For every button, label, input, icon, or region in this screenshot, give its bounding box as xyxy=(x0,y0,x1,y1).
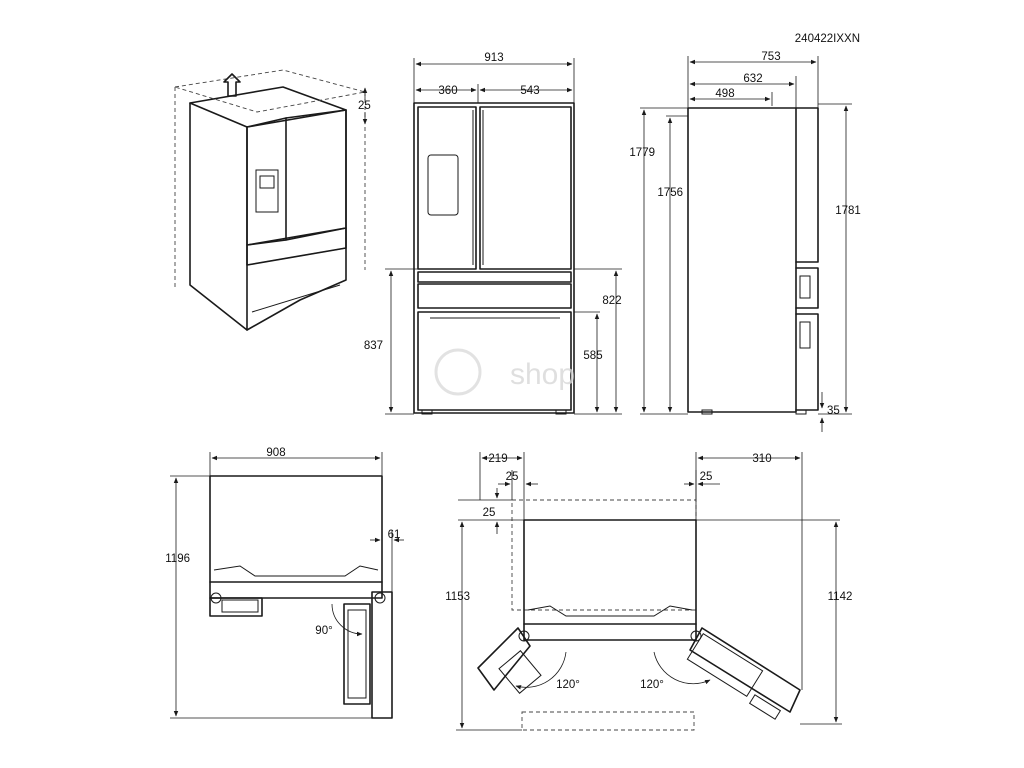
top120-clearance xyxy=(511,499,697,611)
top120-left-offset: 219 xyxy=(488,453,507,465)
side-depth-753: 753 xyxy=(761,51,780,63)
top120-depth-left: 1153 xyxy=(445,591,470,603)
top90-left-door xyxy=(209,597,263,617)
front-mid-drawer xyxy=(417,283,572,309)
top120-depth-right: 1142 xyxy=(828,591,853,603)
front-body xyxy=(413,102,575,414)
front-drawer-strip xyxy=(417,271,572,283)
top-view-120: 219 310 25 25 25 1153 1142 120° 120° xyxy=(445,452,853,731)
iso-left-door xyxy=(246,117,287,246)
front-bottom-drawer xyxy=(417,311,572,411)
side-view: 753 632 498 1779 1756 1781 35 xyxy=(629,51,861,432)
front-dispenser xyxy=(427,154,459,216)
iso-right-door xyxy=(285,109,347,241)
watermark-text: shop xyxy=(510,358,575,391)
iso-mid-drawer xyxy=(246,227,347,266)
model-code: 240422IXXN xyxy=(795,33,860,45)
front-height-585: 585 xyxy=(583,350,602,362)
side-foot-35: 35 xyxy=(827,405,840,417)
top90-right-door xyxy=(371,591,393,719)
top90-door-rail xyxy=(209,581,383,599)
side-depth-498: 498 xyxy=(715,88,734,100)
front-width-total: 913 xyxy=(484,52,503,64)
iso-dispenser xyxy=(255,169,279,213)
top120-clearance-left: 25 xyxy=(506,471,519,483)
top120-left-door xyxy=(477,627,531,691)
front-left-width: 360 xyxy=(438,85,457,97)
top120-clearance-right: 25 xyxy=(700,471,713,483)
iso-left-face xyxy=(189,102,248,331)
iso-dispenser-inner xyxy=(259,175,275,189)
front-right-door xyxy=(479,106,572,270)
top90-door-bin xyxy=(343,603,371,705)
iso-clearance-box xyxy=(174,69,366,113)
side-bottom-drawer xyxy=(795,313,819,411)
top90-angle: 90° xyxy=(315,625,332,637)
iso-clearance-label: 25 xyxy=(358,100,371,112)
top120-right-offset: 310 xyxy=(752,453,771,465)
side-body xyxy=(687,107,797,413)
front-height-822: 822 xyxy=(602,295,621,307)
front-left-door xyxy=(417,106,477,270)
top120-body xyxy=(523,519,697,625)
side-door xyxy=(795,107,819,263)
top90-depth: 1196 xyxy=(165,553,190,565)
iso-top-face xyxy=(189,86,347,128)
top90-body xyxy=(209,475,383,583)
side-mid-drawer xyxy=(795,267,819,309)
iso-up-arrow xyxy=(223,73,241,97)
side-height-1781: 1781 xyxy=(835,205,861,217)
front-right-width: 543 xyxy=(520,85,539,97)
watermark: shop xyxy=(434,348,575,396)
top120-angle-right: 120° xyxy=(640,679,664,691)
top90-offset: 61 xyxy=(388,529,401,541)
top90-width: 908 xyxy=(266,447,285,459)
top120-right-door xyxy=(689,627,801,713)
front-view: 913 360 543 837 822 585 xyxy=(364,52,622,415)
side-height-1779: 1779 xyxy=(629,147,655,159)
iso-view: 25 xyxy=(174,69,371,331)
side-height-1756: 1756 xyxy=(657,187,683,199)
side-depth-632: 632 xyxy=(743,73,762,85)
top120-angle-left: 120° xyxy=(556,679,580,691)
iso-front-right xyxy=(246,109,347,331)
top120-clearance-back: 25 xyxy=(483,507,496,519)
front-height-837: 837 xyxy=(364,340,383,352)
top-view-90: 908 1196 61 90° xyxy=(165,447,404,719)
